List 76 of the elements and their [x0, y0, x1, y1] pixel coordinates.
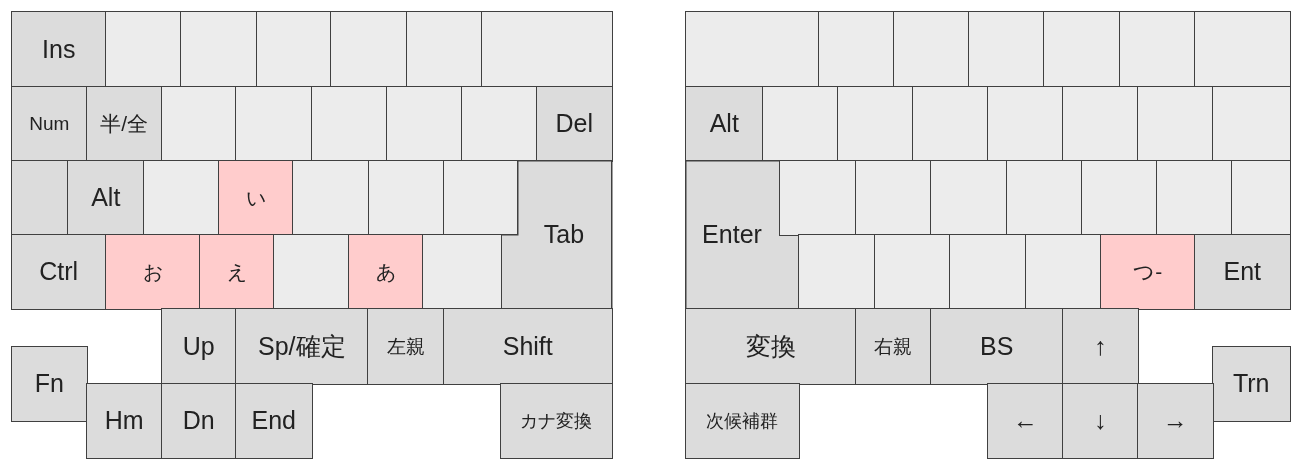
keyboard-key [1156, 160, 1233, 236]
keyboard-key: 半/全 [86, 86, 163, 162]
keyboard-key: 変換 [685, 308, 857, 385]
keyboard-key: あ [348, 234, 424, 310]
keyboard-key: Alt [67, 160, 145, 236]
keyboard-key [1006, 160, 1083, 236]
keyboard-key: Dn [161, 383, 237, 459]
keyboard-key [1194, 11, 1291, 88]
keyboard-key: Ctrl [11, 234, 107, 310]
keyboard-key: Enter [685, 160, 800, 310]
keyboard-key [256, 11, 332, 88]
keyboard-key [161, 86, 237, 162]
keyboard-key [11, 160, 69, 236]
keyboard-key: Alt [685, 86, 764, 162]
keyboard-key [292, 160, 370, 236]
keyboard-key: Trn [1212, 346, 1291, 422]
keyboard-key [443, 160, 519, 236]
keyboard-key: ↑ [1062, 308, 1139, 385]
keyboard-key [685, 11, 820, 88]
keyboard-key [930, 160, 1008, 236]
keyboard-key: Del [536, 86, 613, 162]
keyboard-key: Tab [500, 160, 613, 310]
keyboard-key [987, 86, 1064, 162]
keyboard-key [180, 11, 258, 88]
keyboard-key: い [218, 160, 294, 236]
keyboard-key [855, 160, 932, 236]
keyboard-key: つ- [1100, 234, 1196, 310]
keyboard-key [798, 234, 876, 310]
keyboard-key [235, 86, 313, 162]
keyboard-key: End [235, 383, 313, 459]
keyboard-key: Num [11, 86, 88, 162]
keyboard-key [912, 86, 989, 162]
keyboard-key: Shift [443, 308, 613, 385]
keyboard-key: → [1137, 383, 1214, 459]
keyboard-key [422, 234, 502, 310]
keyboard-key: Ent [1194, 234, 1291, 310]
keyboard-key [1081, 160, 1158, 236]
keyboard-key [481, 11, 613, 88]
keyboard-key [368, 160, 445, 236]
keyboard-key: カナ変換 [500, 383, 613, 459]
keyboard-key [461, 86, 538, 162]
keyboard-key [949, 234, 1027, 310]
keyboard-key: ← [987, 383, 1064, 459]
keyboard-key: Sp/確定 [235, 308, 369, 385]
keyboard-key [1025, 234, 1102, 310]
keyboard-key [273, 234, 350, 310]
keyboard-key [818, 11, 895, 88]
keyboard-key: Up [161, 308, 237, 385]
keyboard-key: Ins [11, 11, 107, 88]
keyboard-key: BS [930, 308, 1064, 385]
keyboard-key [762, 86, 839, 162]
keyboard-key [837, 86, 914, 162]
keyboard-key [105, 11, 182, 88]
keyboard-key [1231, 160, 1291, 236]
keyboard-key [386, 86, 463, 162]
keyboard-key [1212, 86, 1291, 162]
keyboard-key [968, 11, 1045, 88]
keyboard-key: 左親 [367, 308, 445, 385]
keyboard-key [1119, 11, 1196, 88]
keyboard-key [1062, 86, 1139, 162]
keyboard-key [143, 160, 220, 236]
keyboard-key: ↓ [1062, 383, 1139, 459]
keyboard-key [406, 11, 483, 88]
keyboard-key [893, 11, 970, 88]
keyboard-key: Fn [11, 346, 88, 422]
keyboard-key [311, 86, 388, 162]
keyboard-key: 次候補群 [685, 383, 800, 459]
keyboard-key: 右親 [855, 308, 932, 385]
keyboard-key [1137, 86, 1214, 162]
keyboard-key [874, 234, 951, 310]
keyboard-key: Hm [86, 383, 163, 459]
keyboard-key [779, 160, 857, 236]
keyboard-key: え [199, 234, 275, 310]
keyboard-key: お [105, 234, 201, 310]
keyboard-key [1043, 11, 1121, 88]
keyboard-key [330, 11, 408, 88]
